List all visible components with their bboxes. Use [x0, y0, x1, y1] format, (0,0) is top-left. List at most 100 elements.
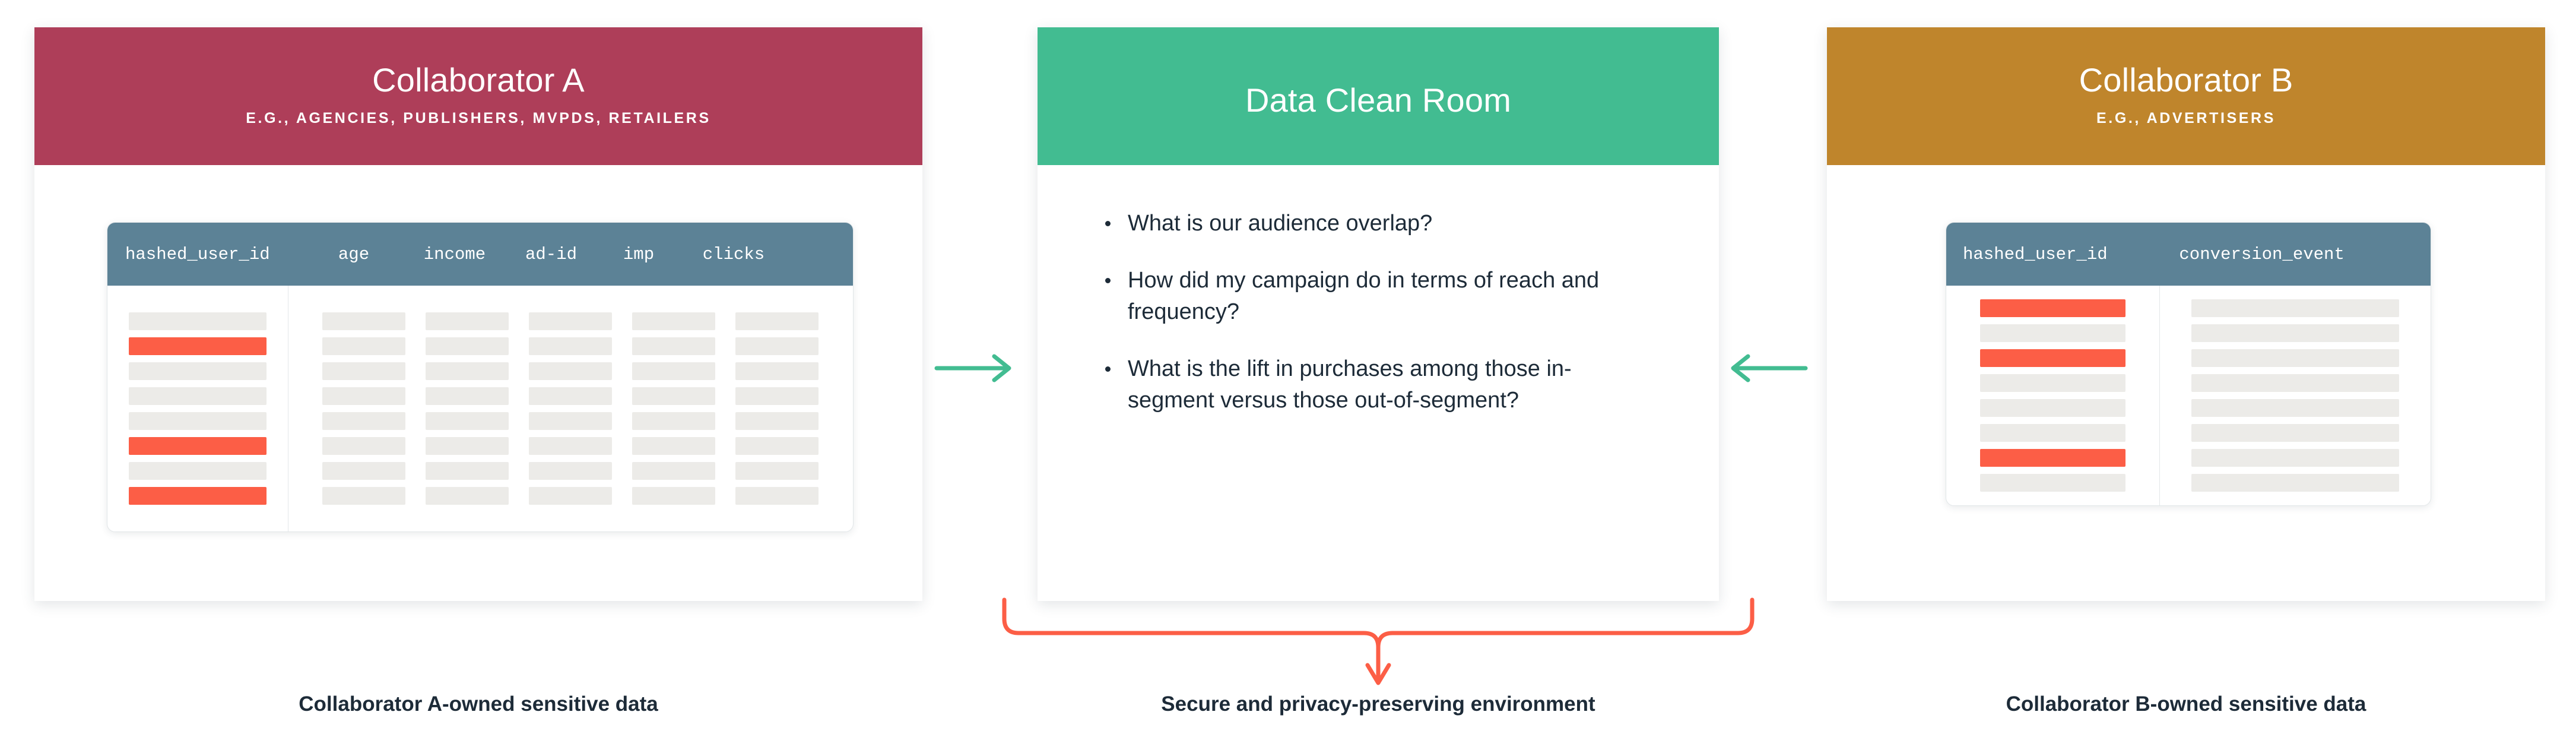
value-bar [529, 312, 612, 330]
table-row [129, 412, 267, 430]
value-bar [632, 362, 715, 380]
value-bar [129, 387, 267, 405]
collaborator-a-value-columns [288, 286, 852, 531]
value-bar [2191, 449, 2399, 467]
value-bar [735, 337, 819, 355]
sensitive-value-bar [129, 337, 267, 355]
table-row [129, 362, 267, 380]
table-row [129, 487, 267, 505]
value-bar [322, 412, 405, 430]
table-row [2191, 374, 2399, 392]
value-bar [735, 487, 819, 505]
value-bar [735, 412, 819, 430]
table-row [1980, 474, 2125, 492]
table-row [322, 337, 819, 355]
table-row [1980, 349, 2125, 367]
table-row [129, 462, 267, 480]
arrow-right-icon [934, 352, 1017, 388]
table-row [2191, 399, 2399, 417]
value-bar [2191, 374, 2399, 392]
caption-collaborator-b: Collaborator B-owned sensitive data [2006, 692, 2366, 716]
value-bar [735, 387, 819, 405]
value-bar [322, 362, 405, 380]
value-bar [529, 337, 612, 355]
sensitive-value-bar [1980, 349, 2125, 367]
value-bar [2191, 349, 2399, 367]
table-row [322, 487, 819, 505]
column-header-hashed-user-id: hashed_user_id [125, 244, 270, 264]
collaborator-b-subtitle: E.G., ADVERTISERS [2096, 109, 2276, 126]
value-bar [529, 487, 612, 505]
panel-collaborator-b: Collaborator B E.G., ADVERTISERS hashed_… [1827, 27, 2545, 601]
collaborator-a-body: hashed_user_id age income ad-id imp clic… [34, 165, 922, 601]
collaborator-b-title: Collaborator B [2079, 61, 2293, 99]
value-bar [1980, 374, 2125, 392]
collaborator-a-key-column [107, 286, 288, 531]
collaborator-b-header: Collaborator B E.G., ADVERTISERS [1827, 27, 2545, 165]
collaborator-a-header: Collaborator A E.G., AGENCIES, PUBLISHER… [34, 27, 922, 165]
table-row [322, 312, 819, 330]
value-bar [735, 437, 819, 455]
collaborator-a-subtitle: E.G., AGENCIES, PUBLISHERS, MVPDS, RETAI… [246, 109, 711, 126]
table-row [1980, 424, 2125, 442]
column-header-ad-id: ad-id [525, 244, 577, 264]
value-bar [322, 337, 405, 355]
table-row [2191, 449, 2399, 467]
value-bar [322, 437, 405, 455]
caption-data-clean-room: Secure and privacy-preserving environmen… [1161, 692, 1595, 716]
value-bar [529, 462, 612, 480]
value-bar [735, 462, 819, 480]
value-bar [129, 462, 267, 480]
sensitive-value-bar [129, 437, 267, 455]
value-bar [632, 387, 715, 405]
sensitive-value-bar [1980, 299, 2125, 317]
value-bar [632, 437, 715, 455]
value-bar [322, 487, 405, 505]
table-row [2191, 299, 2399, 317]
collaborator-a-table: hashed_user_id age income ad-id imp clic… [107, 222, 854, 532]
table-row [1980, 449, 2125, 467]
collaborator-a-title: Collaborator A [372, 61, 585, 99]
data-clean-room-body: What is our audience overlap?How did my … [1038, 165, 1719, 601]
value-bar [426, 312, 509, 330]
arrow-left-icon [1725, 352, 1808, 388]
value-bar [426, 487, 509, 505]
sensitive-value-bar [1980, 449, 2125, 467]
table-row [2191, 349, 2399, 367]
value-bar [632, 337, 715, 355]
value-bar [529, 437, 612, 455]
column-header-conversion-event: conversion_event [2179, 244, 2345, 264]
value-bar [2191, 424, 2399, 442]
value-bar [529, 387, 612, 405]
collaborator-b-table-header: hashed_user_id conversion_event [1946, 223, 2431, 286]
table-row [1980, 374, 2125, 392]
table-row [129, 337, 267, 355]
value-bar [2191, 324, 2399, 342]
value-bar [2191, 399, 2399, 417]
panel-collaborator-a: Collaborator A E.G., AGENCIES, PUBLISHER… [34, 27, 922, 601]
data-clean-room-header: Data Clean Room [1038, 27, 1719, 165]
value-bar [322, 462, 405, 480]
table-row [322, 362, 819, 380]
panel-data-clean-room: Data Clean Room What is our audience ove… [1038, 27, 1719, 601]
value-bar [529, 362, 612, 380]
table-row [322, 412, 819, 430]
value-bar [632, 412, 715, 430]
collaborator-b-key-column [1946, 286, 2160, 505]
table-row [322, 387, 819, 405]
collaborator-a-table-header: hashed_user_id age income ad-id imp clic… [107, 223, 853, 286]
column-header-hashed-user-id: hashed_user_id [1963, 244, 2108, 264]
table-row [322, 462, 819, 480]
sensitive-value-bar [129, 487, 267, 505]
table-row [1980, 324, 2125, 342]
table-row [129, 437, 267, 455]
caption-collaborator-a: Collaborator A-owned sensitive data [299, 692, 658, 716]
value-bar [129, 312, 267, 330]
collaborator-b-value-column [2160, 286, 2430, 505]
value-bar [426, 337, 509, 355]
value-bar [735, 312, 819, 330]
bracket-down-arrow-icon [1001, 596, 1756, 691]
value-bar [1980, 324, 2125, 342]
value-bar [129, 412, 267, 430]
